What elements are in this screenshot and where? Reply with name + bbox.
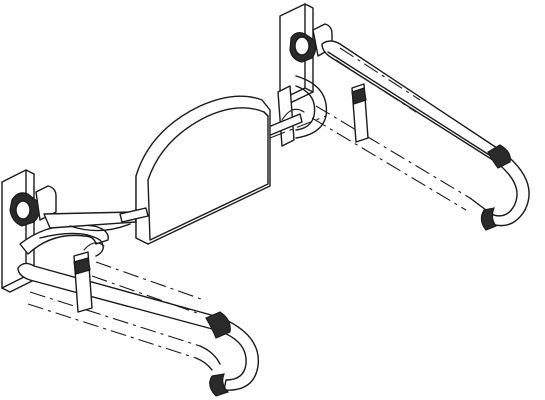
wall-plate-right	[279, 3, 333, 105]
grab-bar-left	[17, 207, 260, 397]
backrest-pad	[135, 95, 271, 245]
grab-bar-right	[311, 40, 530, 231]
left-loop	[39, 232, 105, 257]
crossbar	[265, 113, 327, 139]
